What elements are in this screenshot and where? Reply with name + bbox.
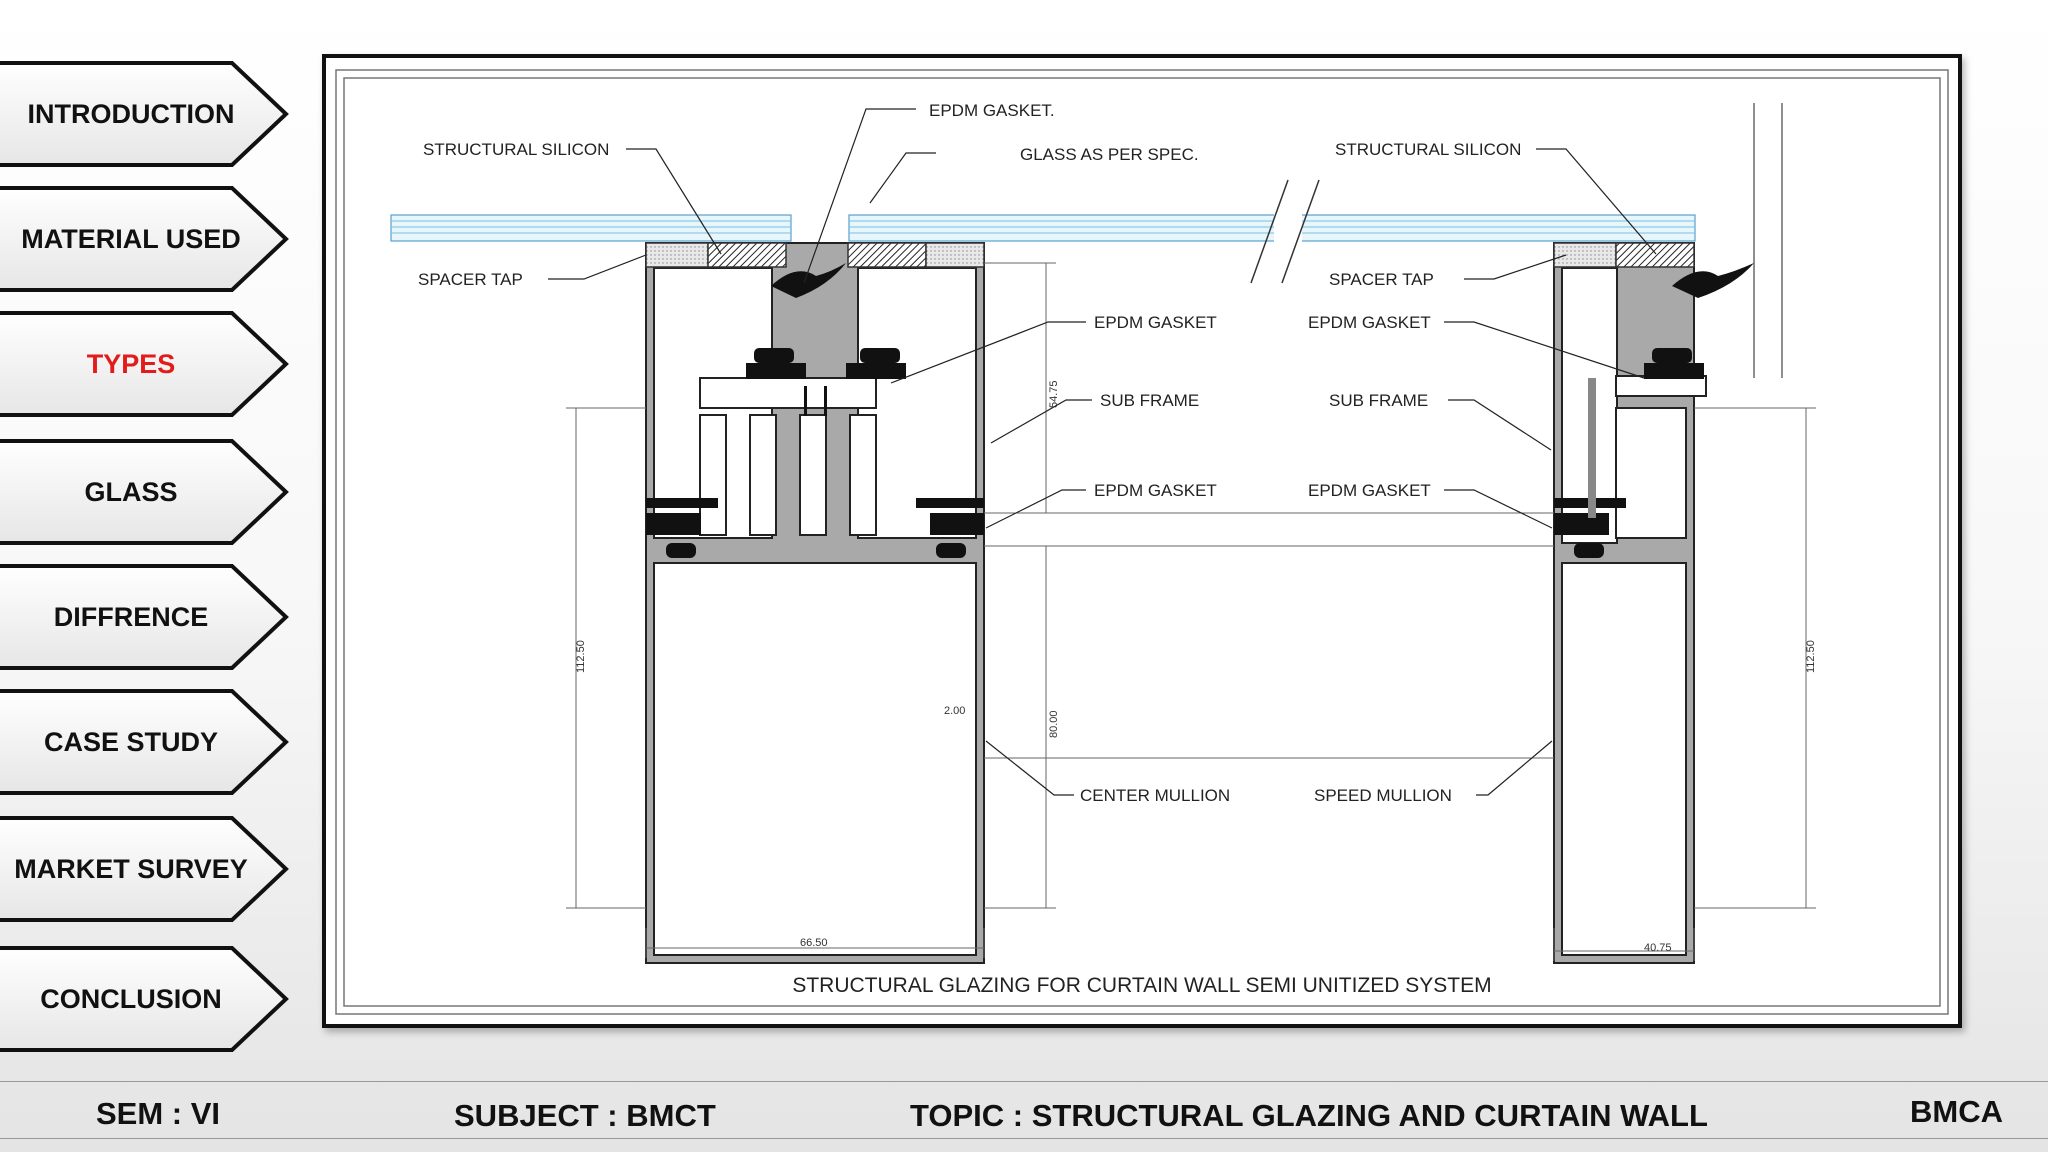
epdm-gaskets-center (646, 263, 984, 558)
structural-silicon-center-block (847, 242, 927, 268)
label-sub-frame-right: SUB FRAME (1329, 391, 1428, 410)
nav-item-introduction[interactable]: INTRODUCTION (0, 60, 292, 168)
label-speed-mullion: SPEED MULLION (1314, 786, 1452, 805)
nav-item-label: MATERIAL USED (21, 223, 241, 254)
nav-item-label: TYPES (86, 348, 176, 379)
nav-item-label: CASE STUDY (43, 726, 219, 757)
spacer-tap-center-block (925, 242, 985, 268)
section-navigation: INTRODUCTION MATERIAL USED TYPES GLASS DIFFR… (0, 0, 300, 1080)
nav-arrow-shape (0, 946, 289, 1052)
dim-width-right: 40.75 (1644, 942, 1672, 954)
dim-wall-thickness: 2.00 (944, 705, 965, 717)
nav-item-glass[interactable]: GLASS (0, 438, 292, 546)
nav-arrow-shape (0, 689, 289, 795)
center-mullion-profile (645, 242, 985, 964)
spacer-tap-left-block (645, 242, 709, 268)
footer-semester: SEM : VI (96, 1096, 221, 1131)
label-epdm-gasket-2-left: EPDM GASKET (1094, 481, 1217, 500)
nav-arrow-shape (0, 439, 289, 545)
diagram-title: STRUCTURAL GLAZING FOR CURTAIN WALL SEMI… (792, 974, 1491, 997)
outer-border (335, 69, 1949, 1015)
footer-divider-bottom (0, 1138, 2048, 1139)
dim-height-right: 112.50 (1805, 640, 1817, 673)
speed-mullion-profile (1553, 242, 1707, 964)
footer-topic: TOPIC : STRUCTURAL GLAZING AND CURTAIN W… (910, 1098, 1708, 1133)
footer-brand: BMCA (1910, 1094, 2003, 1129)
nav-arrow-shape (0, 311, 289, 417)
nav-arrow-shape (0, 186, 289, 292)
spacer-tap-right-block (1553, 242, 1617, 268)
nav-item-case-study[interactable]: CASE STUDY (0, 688, 292, 796)
label-spacer-tap-right: SPACER TAP (1329, 270, 1434, 289)
label-sub-frame-left: SUB FRAME (1100, 391, 1199, 410)
footer-divider-top (0, 1081, 2048, 1082)
label-epdm-gasket-1-right: EPDM GASKET (1308, 313, 1431, 332)
label-epdm-gasket-top: EPDM GASKET. (929, 101, 1055, 120)
label-epdm-gasket-2-right: EPDM GASKET (1308, 481, 1431, 500)
nav-arrow-shape (0, 61, 289, 167)
dim-height-left: 112.50 (575, 640, 587, 673)
glass-panel-right (848, 214, 1696, 242)
nav-item-label: GLASS (84, 476, 178, 507)
nav-item-label: INTRODUCTION (27, 98, 235, 129)
label-epdm-gasket-1-left: EPDM GASKET (1094, 313, 1217, 332)
glass-panel-left (390, 214, 792, 242)
structural-silicon-right-block (1615, 242, 1695, 268)
structural-silicon-left-block (707, 242, 787, 268)
nav-item-types[interactable]: TYPES (0, 310, 292, 418)
label-center-mullion: CENTER MULLION (1080, 786, 1230, 805)
curtain-wall-detail-drawing: STRUCTURAL SILICON EPDM GASKET. GLASS AS… (335, 69, 1949, 1015)
label-structural-silicon-right: STRUCTURAL SILICON (1335, 140, 1521, 159)
nav-item-material-used[interactable]: MATERIAL USED (0, 185, 292, 293)
nav-item-label: CONCLUSION (40, 983, 222, 1014)
dimension-lines (566, 262, 1816, 961)
nav-item-diffrence[interactable]: DIFFRENCE (0, 563, 292, 671)
nav-arrow-shape (0, 564, 289, 670)
diagram-frame: STRUCTURAL SILICON EPDM GASKET. GLASS AS… (322, 54, 1962, 1028)
break-line (1250, 179, 1320, 284)
sub-frame-right-part (1588, 378, 1596, 518)
inner-border (343, 77, 1941, 1007)
footer-subject: SUBJECT : BMCT (454, 1098, 716, 1133)
dim-depth-54: 54.75 (1048, 380, 1060, 408)
nav-item-label: MARKET SURVEY (14, 853, 248, 884)
dim-depth-80: 80.00 (1048, 710, 1060, 738)
label-glass-spec: GLASS AS PER SPEC. (1020, 145, 1199, 164)
dim-width-left: 66.50 (800, 937, 828, 949)
label-spacer-tap-left: SPACER TAP (418, 270, 523, 289)
nav-item-conclusion[interactable]: CONCLUSION (0, 945, 292, 1053)
nav-item-label: DIFFRENCE (53, 601, 209, 632)
nav-arrow-shape (0, 816, 289, 922)
leader-lines (548, 108, 1657, 796)
nav-item-market-survey[interactable]: MARKET SURVEY (0, 815, 292, 923)
label-structural-silicon-left: STRUCTURAL SILICON (423, 140, 609, 159)
